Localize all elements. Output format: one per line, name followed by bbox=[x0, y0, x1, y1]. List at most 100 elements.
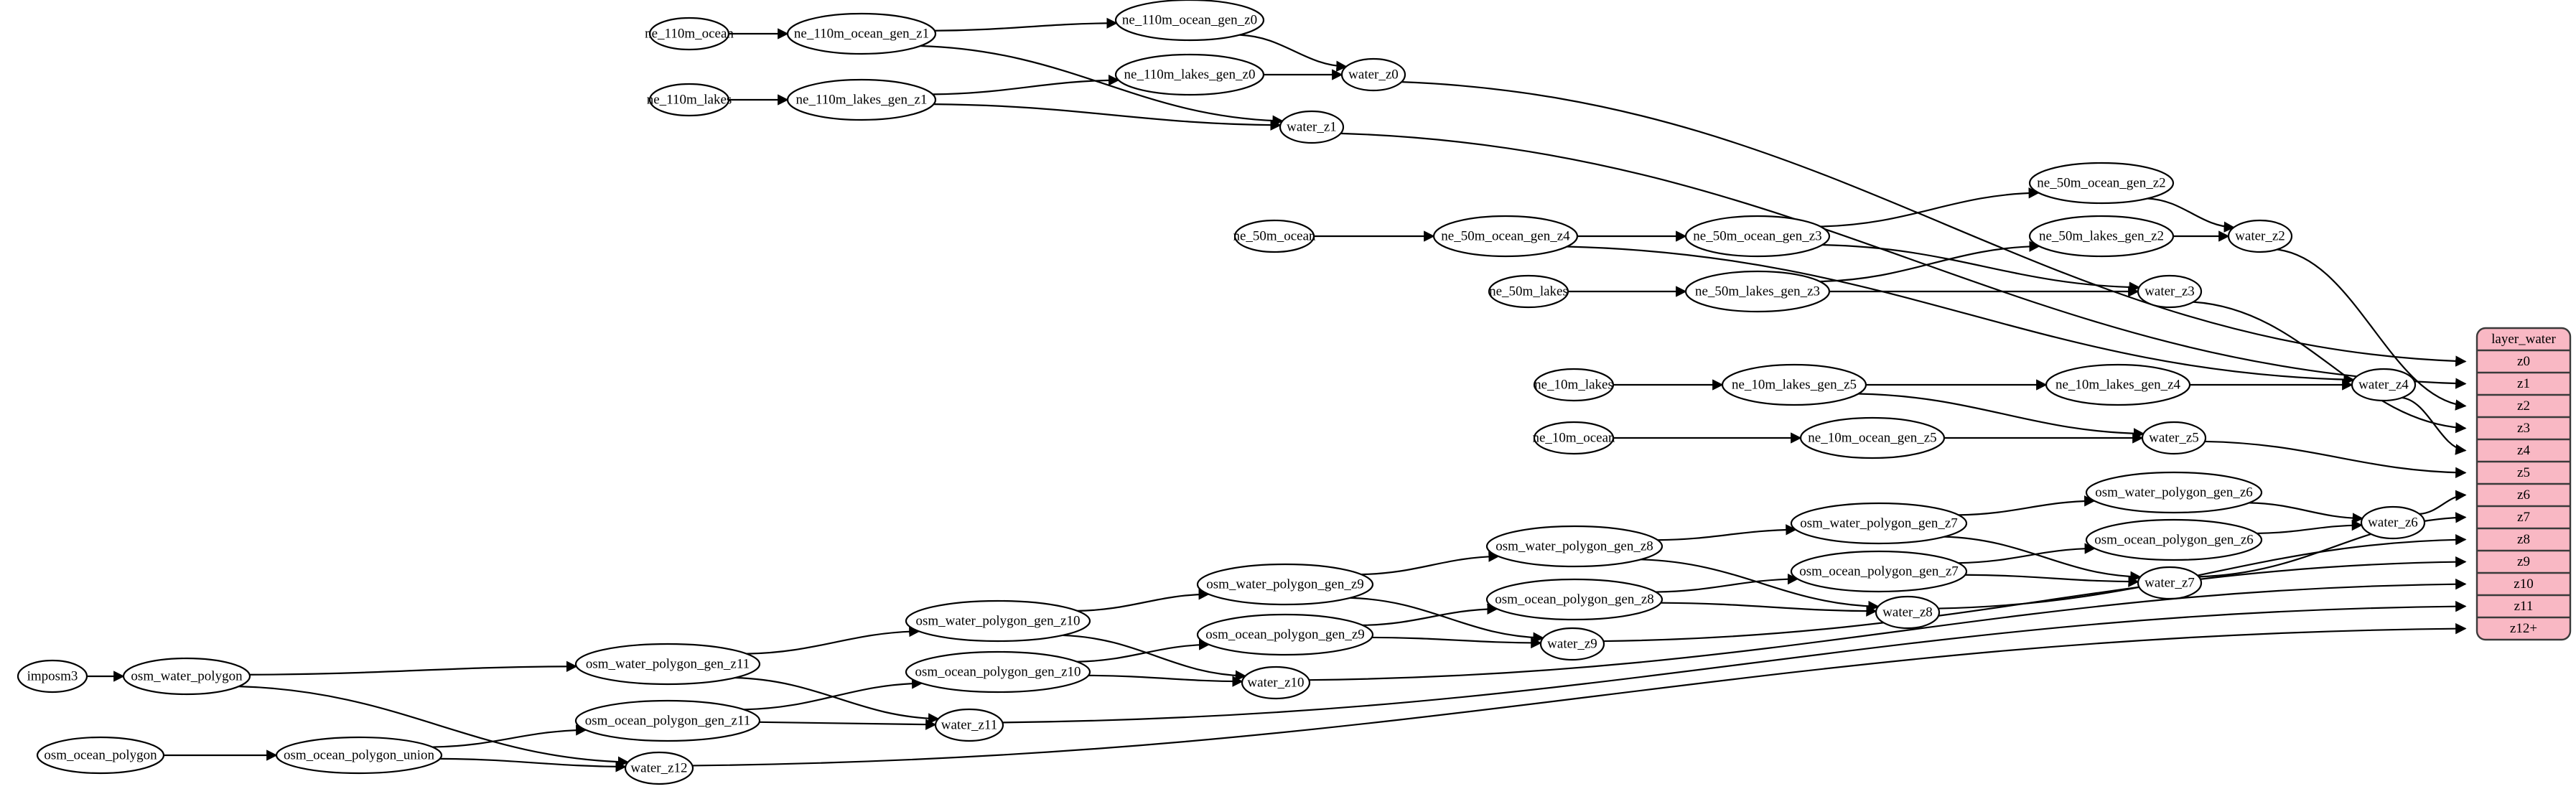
node-osm_ocean_polygon_union[interactable]: osm_ocean_polygon_union bbox=[275, 736, 443, 775]
node-water_z12[interactable]: water_z12 bbox=[624, 751, 694, 785]
node-water_z10[interactable]: water_z10 bbox=[1241, 666, 1311, 700]
node-water_z2[interactable]: water_z2 bbox=[2227, 219, 2293, 253]
node-water_z1[interactable]: water_z1 bbox=[1279, 110, 1345, 144]
layer-water-row-z11[interactable]: z11 bbox=[2514, 599, 2534, 614]
node-ne_50m_ocean_gen_z3[interactable]: ne_50m_ocean_gen_z3 bbox=[1684, 215, 1831, 258]
node-ne_110m_ocean_gen_z1[interactable]: ne_110m_ocean_gen_z1 bbox=[786, 12, 937, 55]
node-shape bbox=[1233, 219, 1315, 253]
node-ne_10m_lakes[interactable]: ne_10m_lakes bbox=[1533, 368, 1615, 402]
node-label: water_z4 bbox=[2358, 377, 2409, 392]
edge-osm_ocean_polygon_gen_z8-to-water_z8 bbox=[1661, 602, 1877, 617]
node-label: ne_110m_ocean bbox=[645, 26, 734, 41]
node-label: water_z12 bbox=[630, 760, 687, 775]
node-water_z11[interactable]: water_z11 bbox=[934, 708, 1004, 742]
node-imposm3[interactable]: imposm3 bbox=[17, 659, 88, 694]
node-osm_ocean_polygon_gen_z6[interactable]: osm_ocean_polygon_gen_z6 bbox=[2085, 518, 2263, 561]
node-ne_10m_lakes_gen_z4[interactable]: ne_10m_lakes_gen_z4 bbox=[2045, 363, 2191, 406]
node-ne_50m_lakes_gen_z3[interactable]: ne_50m_lakes_gen_z3 bbox=[1684, 270, 1831, 313]
edge-osm_water_polygon-to-osm_water_polygon_gen_z11 bbox=[249, 660, 578, 676]
node-shape bbox=[1875, 595, 1941, 630]
node-shape bbox=[648, 17, 730, 51]
node-label: osm_water_polygon_gen_z8 bbox=[1495, 538, 1653, 554]
edge-water_z5-to-layer_water-z5 bbox=[2204, 440, 2467, 478]
layer-water-row-z0[interactable]: z0 bbox=[2517, 354, 2530, 369]
node-osm_water_polygon[interactable]: osm_water_polygon bbox=[122, 657, 251, 696]
edge-water_z1-to-layer_water-z1 bbox=[1340, 132, 2467, 389]
node-ne_110m_ocean[interactable]: ne_110m_ocean bbox=[645, 17, 734, 51]
node-ne_10m_lakes_gen_z5[interactable]: ne_10m_lakes_gen_z5 bbox=[1721, 363, 1867, 406]
node-label: water_z6 bbox=[2368, 515, 2418, 530]
node-osm_water_polygon_gen_z11[interactable]: osm_water_polygon_gen_z11 bbox=[574, 643, 761, 686]
node-ne_50m_lakes_gen_z2[interactable]: ne_50m_lakes_gen_z2 bbox=[2028, 215, 2175, 258]
node-water_z4[interactable]: water_z4 bbox=[2351, 368, 2417, 402]
node-ne_50m_ocean_gen_z2[interactable]: ne_50m_ocean_gen_z2 bbox=[2028, 162, 2175, 205]
layer-water-row-z12plus[interactable]: z12+ bbox=[2510, 621, 2537, 636]
layer-water-row-z8[interactable]: z8 bbox=[2517, 532, 2530, 547]
layer-water-row-z10[interactable]: z10 bbox=[2514, 576, 2533, 592]
node-shape bbox=[1114, 0, 1265, 42]
node-label: imposm3 bbox=[27, 668, 78, 683]
node-osm_water_polygon_gen_z10[interactable]: osm_water_polygon_gen_z10 bbox=[905, 599, 1091, 643]
node-shape bbox=[2085, 518, 2263, 561]
node-label: osm_ocean_polygon_gen_z11 bbox=[585, 713, 750, 728]
edge-water_z12-to-layer_water-z12plus bbox=[692, 622, 2467, 767]
node-osm_water_polygon_gen_z9[interactable]: osm_water_polygon_gen_z9 bbox=[1196, 563, 1374, 606]
node-label: ne_110m_ocean_gen_z1 bbox=[794, 26, 929, 41]
node-ne_110m_lakes[interactable]: ne_110m_lakes bbox=[647, 83, 732, 117]
node-osm_ocean_polygon_gen_z7[interactable]: osm_ocean_polygon_gen_z7 bbox=[1790, 550, 1968, 593]
node-ne_50m_ocean[interactable]: ne_50m_ocean bbox=[1233, 219, 1316, 253]
edge-osm_water_polygon_gen_z9-to-osm_water_polygon_gen_z8 bbox=[1361, 551, 1500, 576]
node-label: osm_ocean_polygon_gen_z8 bbox=[1495, 592, 1654, 607]
node-shape bbox=[2028, 162, 2175, 205]
node-osm_ocean_polygon_gen_z10[interactable]: osm_ocean_polygon_gen_z10 bbox=[905, 650, 1091, 694]
node-water_z9[interactable]: water_z9 bbox=[1539, 627, 1605, 661]
node-ne_10m_ocean_gen_z5[interactable]: ne_10m_ocean_gen_z5 bbox=[1799, 416, 1946, 459]
node-ne_110m_ocean_gen_z0[interactable]: ne_110m_ocean_gen_z0 bbox=[1114, 0, 1265, 42]
node-osm_water_polygon_gen_z7[interactable]: osm_water_polygon_gen_z7 bbox=[1790, 502, 1968, 545]
node-ne_50m_ocean_gen_z4[interactable]: ne_50m_ocean_gen_z4 bbox=[1432, 215, 1579, 258]
node-label: osm_water_polygon bbox=[131, 668, 243, 683]
node-osm_water_polygon_gen_z6[interactable]: osm_water_polygon_gen_z6 bbox=[2085, 471, 2263, 514]
layer-water-row-z2[interactable]: z2 bbox=[2517, 398, 2530, 414]
node-water_z6[interactable]: water_z6 bbox=[2360, 505, 2426, 540]
edge-osm_water_polygon_gen_z8-to-osm_water_polygon_gen_z7 bbox=[1657, 524, 1797, 541]
node-osm_water_polygon_gen_z8[interactable]: osm_water_polygon_gen_z8 bbox=[1485, 525, 1663, 568]
edge-layer bbox=[87, 17, 2467, 772]
node-shape bbox=[275, 736, 443, 775]
node-water_z8[interactable]: water_z8 bbox=[1875, 595, 1941, 630]
node-ne_110m_lakes_gen_z1[interactable]: ne_110m_lakes_gen_z1 bbox=[786, 78, 937, 121]
layer-water-row-z1[interactable]: z1 bbox=[2517, 376, 2530, 391]
node-water_z3[interactable]: water_z3 bbox=[2137, 274, 2203, 309]
layer-water-row-z9[interactable]: z9 bbox=[2517, 554, 2530, 569]
node-water_z5[interactable]: water_z5 bbox=[2141, 421, 2207, 455]
layer-water-row-z4[interactable]: z4 bbox=[2517, 443, 2530, 458]
node-label: ne_10m_lakes_gen_z5 bbox=[1732, 377, 1857, 392]
edge-ne_50m_ocean_gen_z3-to-water_z3 bbox=[1822, 243, 2141, 293]
node-water_z7[interactable]: water_z7 bbox=[2137, 566, 2203, 600]
node-osm_ocean_polygon_gen_z11[interactable]: osm_ocean_polygon_gen_z11 bbox=[574, 699, 761, 742]
node-osm_ocean_polygon[interactable]: osm_ocean_polygon bbox=[36, 736, 165, 775]
layer-water-row-z5[interactable]: z5 bbox=[2517, 465, 2530, 480]
layer-water-row-z3[interactable]: z3 bbox=[2517, 421, 2530, 436]
node-label: ne_110m_lakes_gen_z0 bbox=[1124, 67, 1256, 82]
node-osm_ocean_polygon_gen_z9[interactable]: osm_ocean_polygon_gen_z9 bbox=[1196, 613, 1374, 656]
node-shape bbox=[574, 699, 761, 742]
node-label: ne_10m_lakes_gen_z4 bbox=[2055, 377, 2181, 392]
node-shape bbox=[905, 599, 1091, 643]
node-label: water_z8 bbox=[1882, 604, 1933, 620]
edge-water_z10-to-layer_water-z10 bbox=[1309, 578, 2467, 681]
node-shape bbox=[2045, 363, 2191, 406]
node-ne_50m_lakes[interactable]: ne_50m_lakes bbox=[1488, 274, 1569, 309]
node-water_z0[interactable]: water_z0 bbox=[1340, 57, 1406, 92]
node-label: osm_water_polygon_gen_z11 bbox=[586, 656, 750, 671]
layer-water-row-z7[interactable]: z7 bbox=[2517, 510, 2530, 525]
node-shape bbox=[1799, 416, 1946, 459]
layer-water-row-z6[interactable]: z6 bbox=[2517, 487, 2530, 503]
node-ne_10m_ocean[interactable]: ne_10m_ocean bbox=[1532, 421, 1615, 455]
node-shape bbox=[2227, 219, 2293, 253]
node-osm_ocean_polygon_gen_z8[interactable]: osm_ocean_polygon_gen_z8 bbox=[1485, 578, 1663, 621]
node-shape bbox=[905, 650, 1091, 694]
node-ne_110m_lakes_gen_z0[interactable]: ne_110m_lakes_gen_z0 bbox=[1114, 53, 1265, 96]
edge-osm_ocean_polygon_gen_z11-to-water_z11 bbox=[759, 719, 937, 730]
node-label: ne_110m_ocean_gen_z0 bbox=[1122, 12, 1257, 27]
